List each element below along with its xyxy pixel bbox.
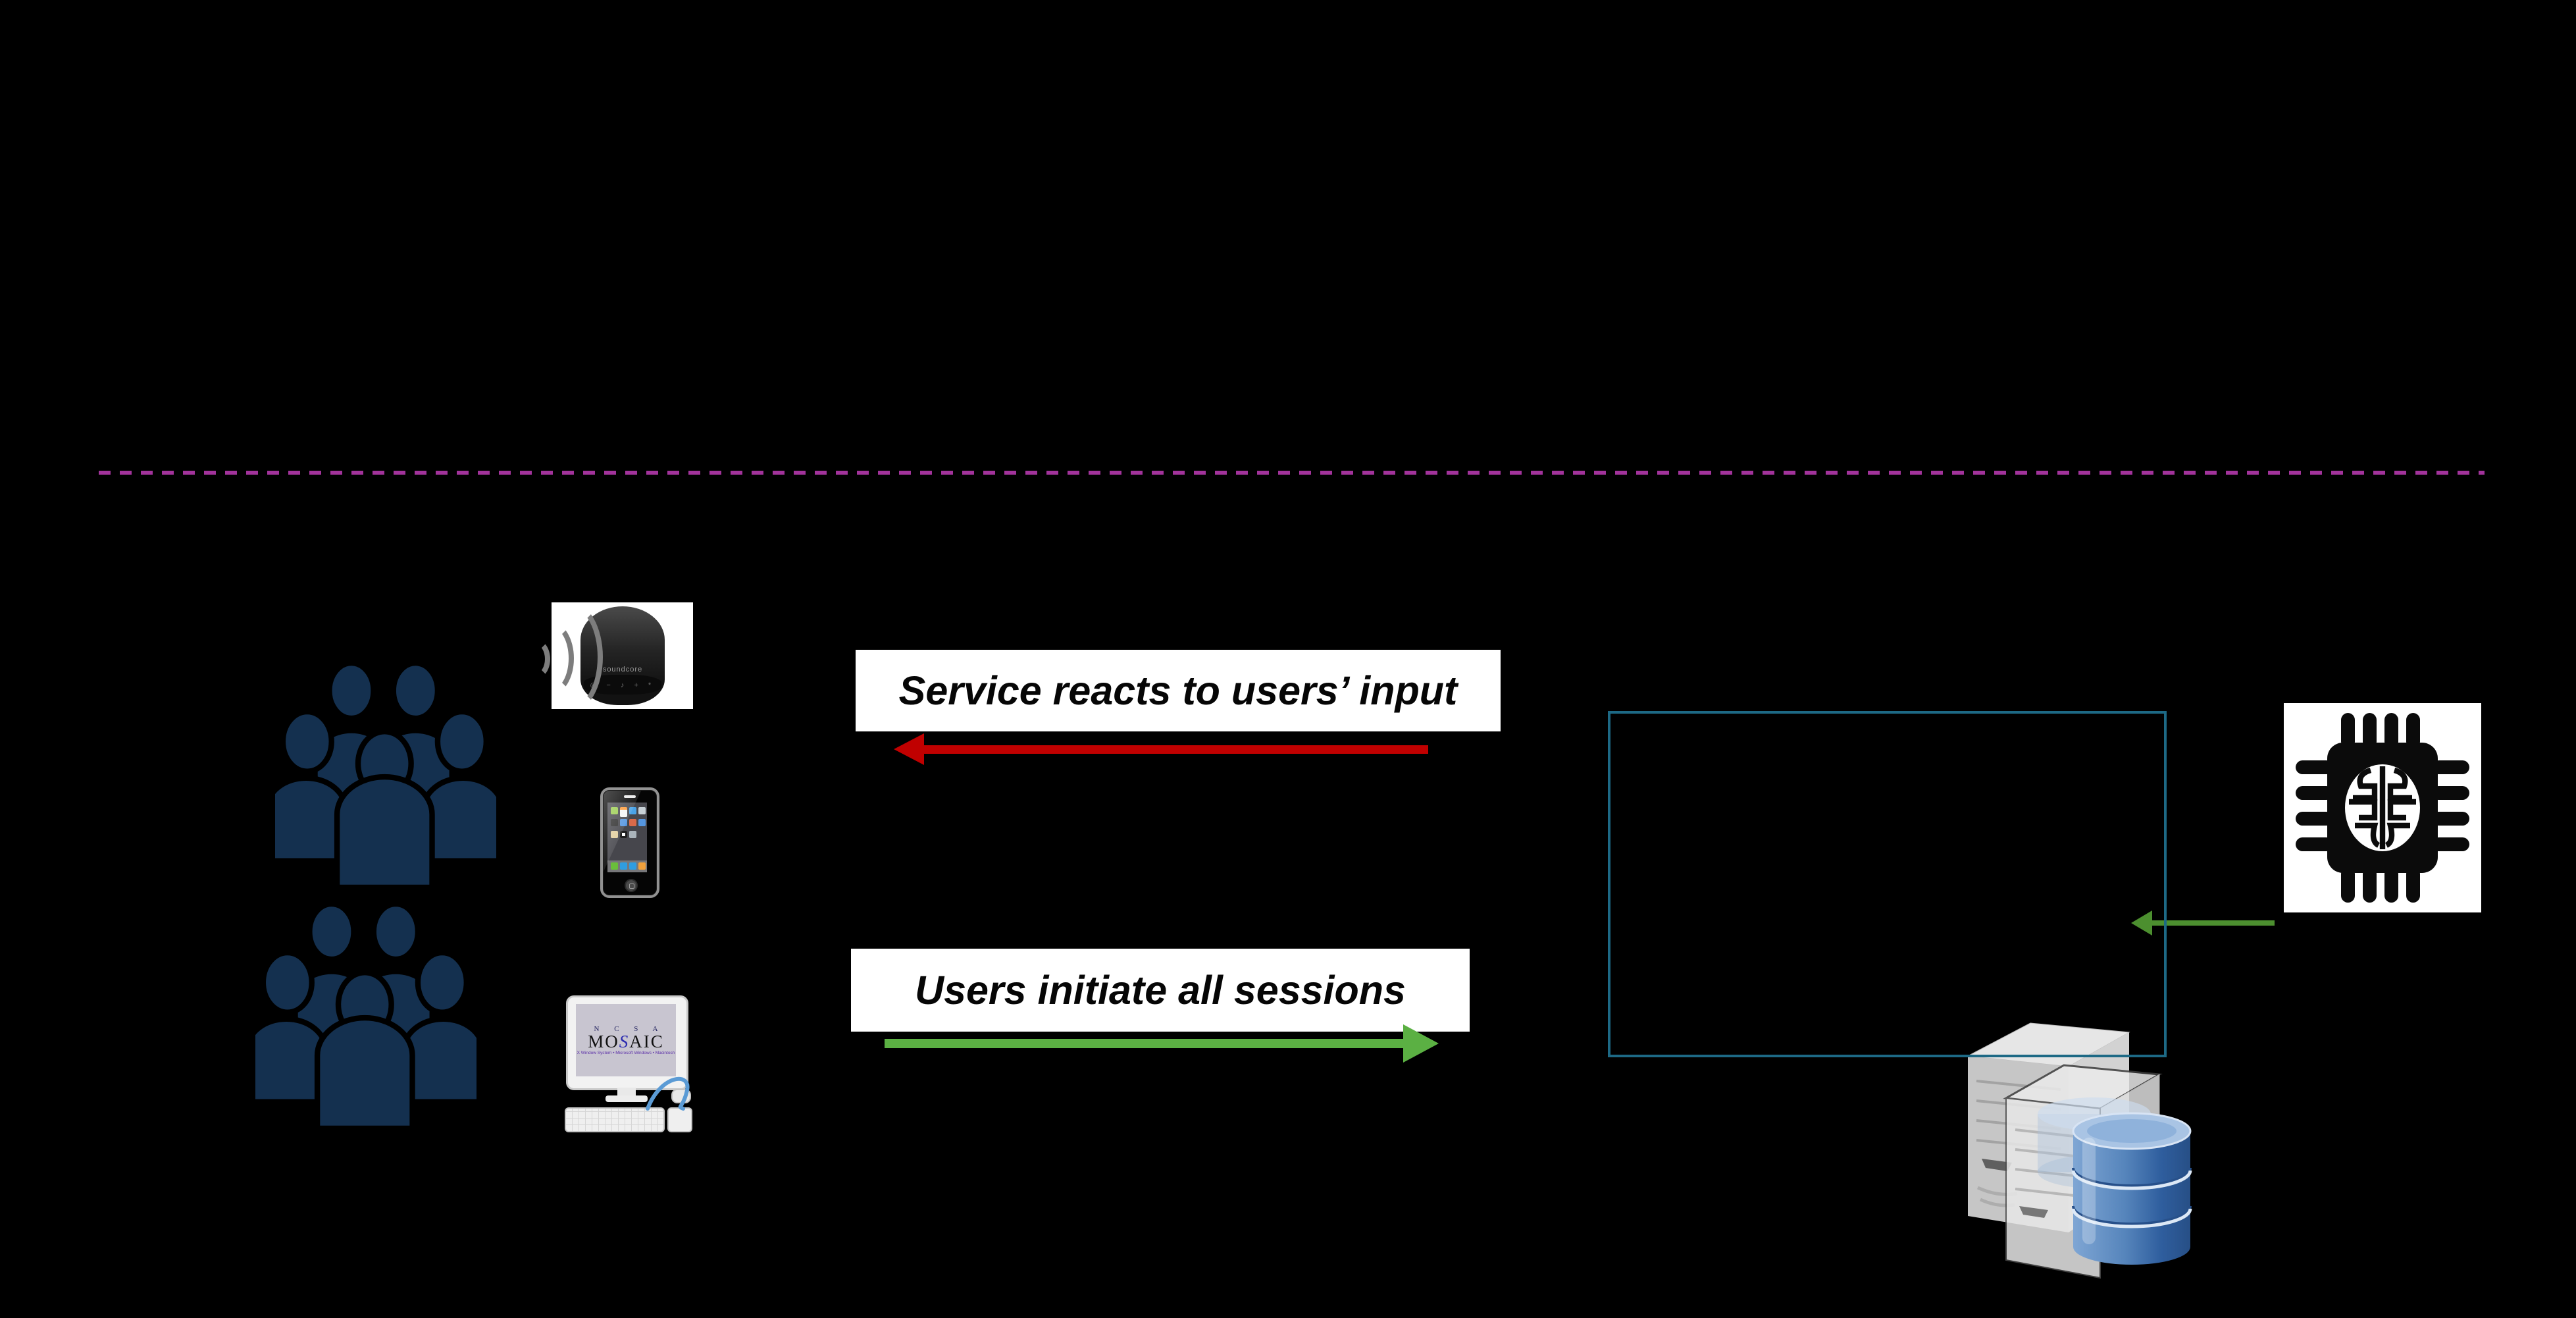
smartphone-screen: [607, 803, 647, 872]
arrow-shaft: [885, 1039, 1403, 1048]
downlink-label: Service reacts to users’ input: [898, 668, 1458, 713]
smart-speaker-icon: soundcore ◎ − ♪ + *: [520, 594, 698, 714]
uplink-label: Users initiate all sessions: [915, 968, 1406, 1013]
smartphone-glass: [604, 791, 656, 895]
app-icon: [611, 807, 618, 814]
uplink-label-box: Users initiate all sessions: [851, 949, 1470, 1032]
app-icon: [620, 831, 627, 838]
smartphone-dock: [607, 860, 647, 872]
app-icon: [638, 807, 646, 814]
red-arrow-left: [894, 733, 1428, 765]
users-group-glyph: [244, 901, 486, 1132]
green-arrow-right: [885, 1024, 1439, 1063]
monitor-stand: [617, 1088, 636, 1095]
app-icon: [629, 862, 636, 870]
arrow-shaft: [924, 745, 1428, 754]
mouse-cable: [646, 1076, 690, 1111]
database-cylinder: [2071, 1112, 2192, 1265]
chip-arrow-left: [2131, 910, 2275, 936]
arrowhead-right: [1403, 1024, 1439, 1063]
desktop-computer-icon: N C S A MOSAIC X Window System • Microso…: [565, 995, 692, 1136]
app-icon: [620, 807, 627, 817]
app-icon: [611, 831, 618, 838]
users-group-icon-bottom: [244, 894, 486, 1132]
server-database-icon: [2003, 1064, 2192, 1279]
monitor-base: [605, 1095, 648, 1102]
app-icon: [629, 831, 636, 838]
downlink-label-box: Service reacts to users’ input: [856, 650, 1501, 731]
dashed-divider-line: [99, 471, 2485, 475]
smartphone-earpiece: [624, 795, 636, 798]
mosaic-subtitle-text: X Window System • Microsoft Windows • Ma…: [577, 1051, 675, 1055]
sound-wave-icon: [540, 602, 603, 712]
users-group-glyph: [263, 660, 506, 891]
monitor-screen: N C S A MOSAIC X Window System • Microso…: [576, 1004, 676, 1076]
app-icon: [638, 819, 646, 826]
arrowhead-left: [2131, 910, 2152, 936]
backend-boundary-box: [1608, 711, 2167, 1057]
smartphone-gloss: [604, 791, 656, 895]
ai-chip-icon: [2284, 703, 2481, 912]
brain-maze-pattern: [2349, 766, 2416, 849]
monitor-frame: N C S A MOSAIC X Window System • Microso…: [566, 995, 688, 1090]
app-icon: [629, 807, 636, 814]
arrow-shaft: [2152, 920, 2275, 926]
app-icon: [620, 862, 627, 870]
app-icon: [629, 819, 636, 826]
smartphone-icon: [600, 787, 659, 898]
app-icon: [620, 819, 627, 826]
arrowhead-left: [894, 733, 924, 765]
speaker-brand-label: soundcore: [602, 666, 643, 673]
smartphone-home-button: [625, 879, 638, 892]
mosaic-header-text: N C S A: [594, 1025, 665, 1033]
app-icon: [611, 862, 618, 870]
mosaic-title-text: MOSAIC: [588, 1032, 664, 1051]
app-icon: [638, 862, 646, 870]
app-icon: [611, 819, 618, 826]
keyboard-icon: [565, 1107, 665, 1132]
users-group-icon-top: [263, 653, 506, 891]
ai-chip-glyph: [2284, 703, 2481, 912]
